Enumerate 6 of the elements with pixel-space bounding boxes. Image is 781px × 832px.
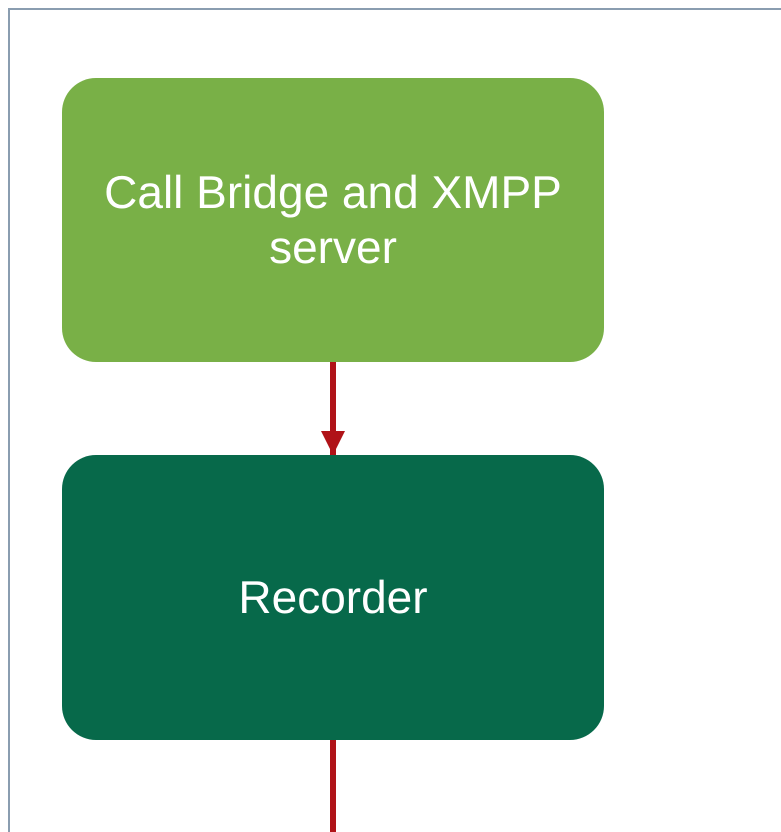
connector-line [330, 740, 336, 832]
box-label: Call Bridge and XMPP server [103, 164, 563, 275]
process-box [62, 78, 604, 362]
process-box [62, 455, 604, 740]
arrow [321, 362, 345, 455]
box-label: Recorder [238, 570, 428, 625]
